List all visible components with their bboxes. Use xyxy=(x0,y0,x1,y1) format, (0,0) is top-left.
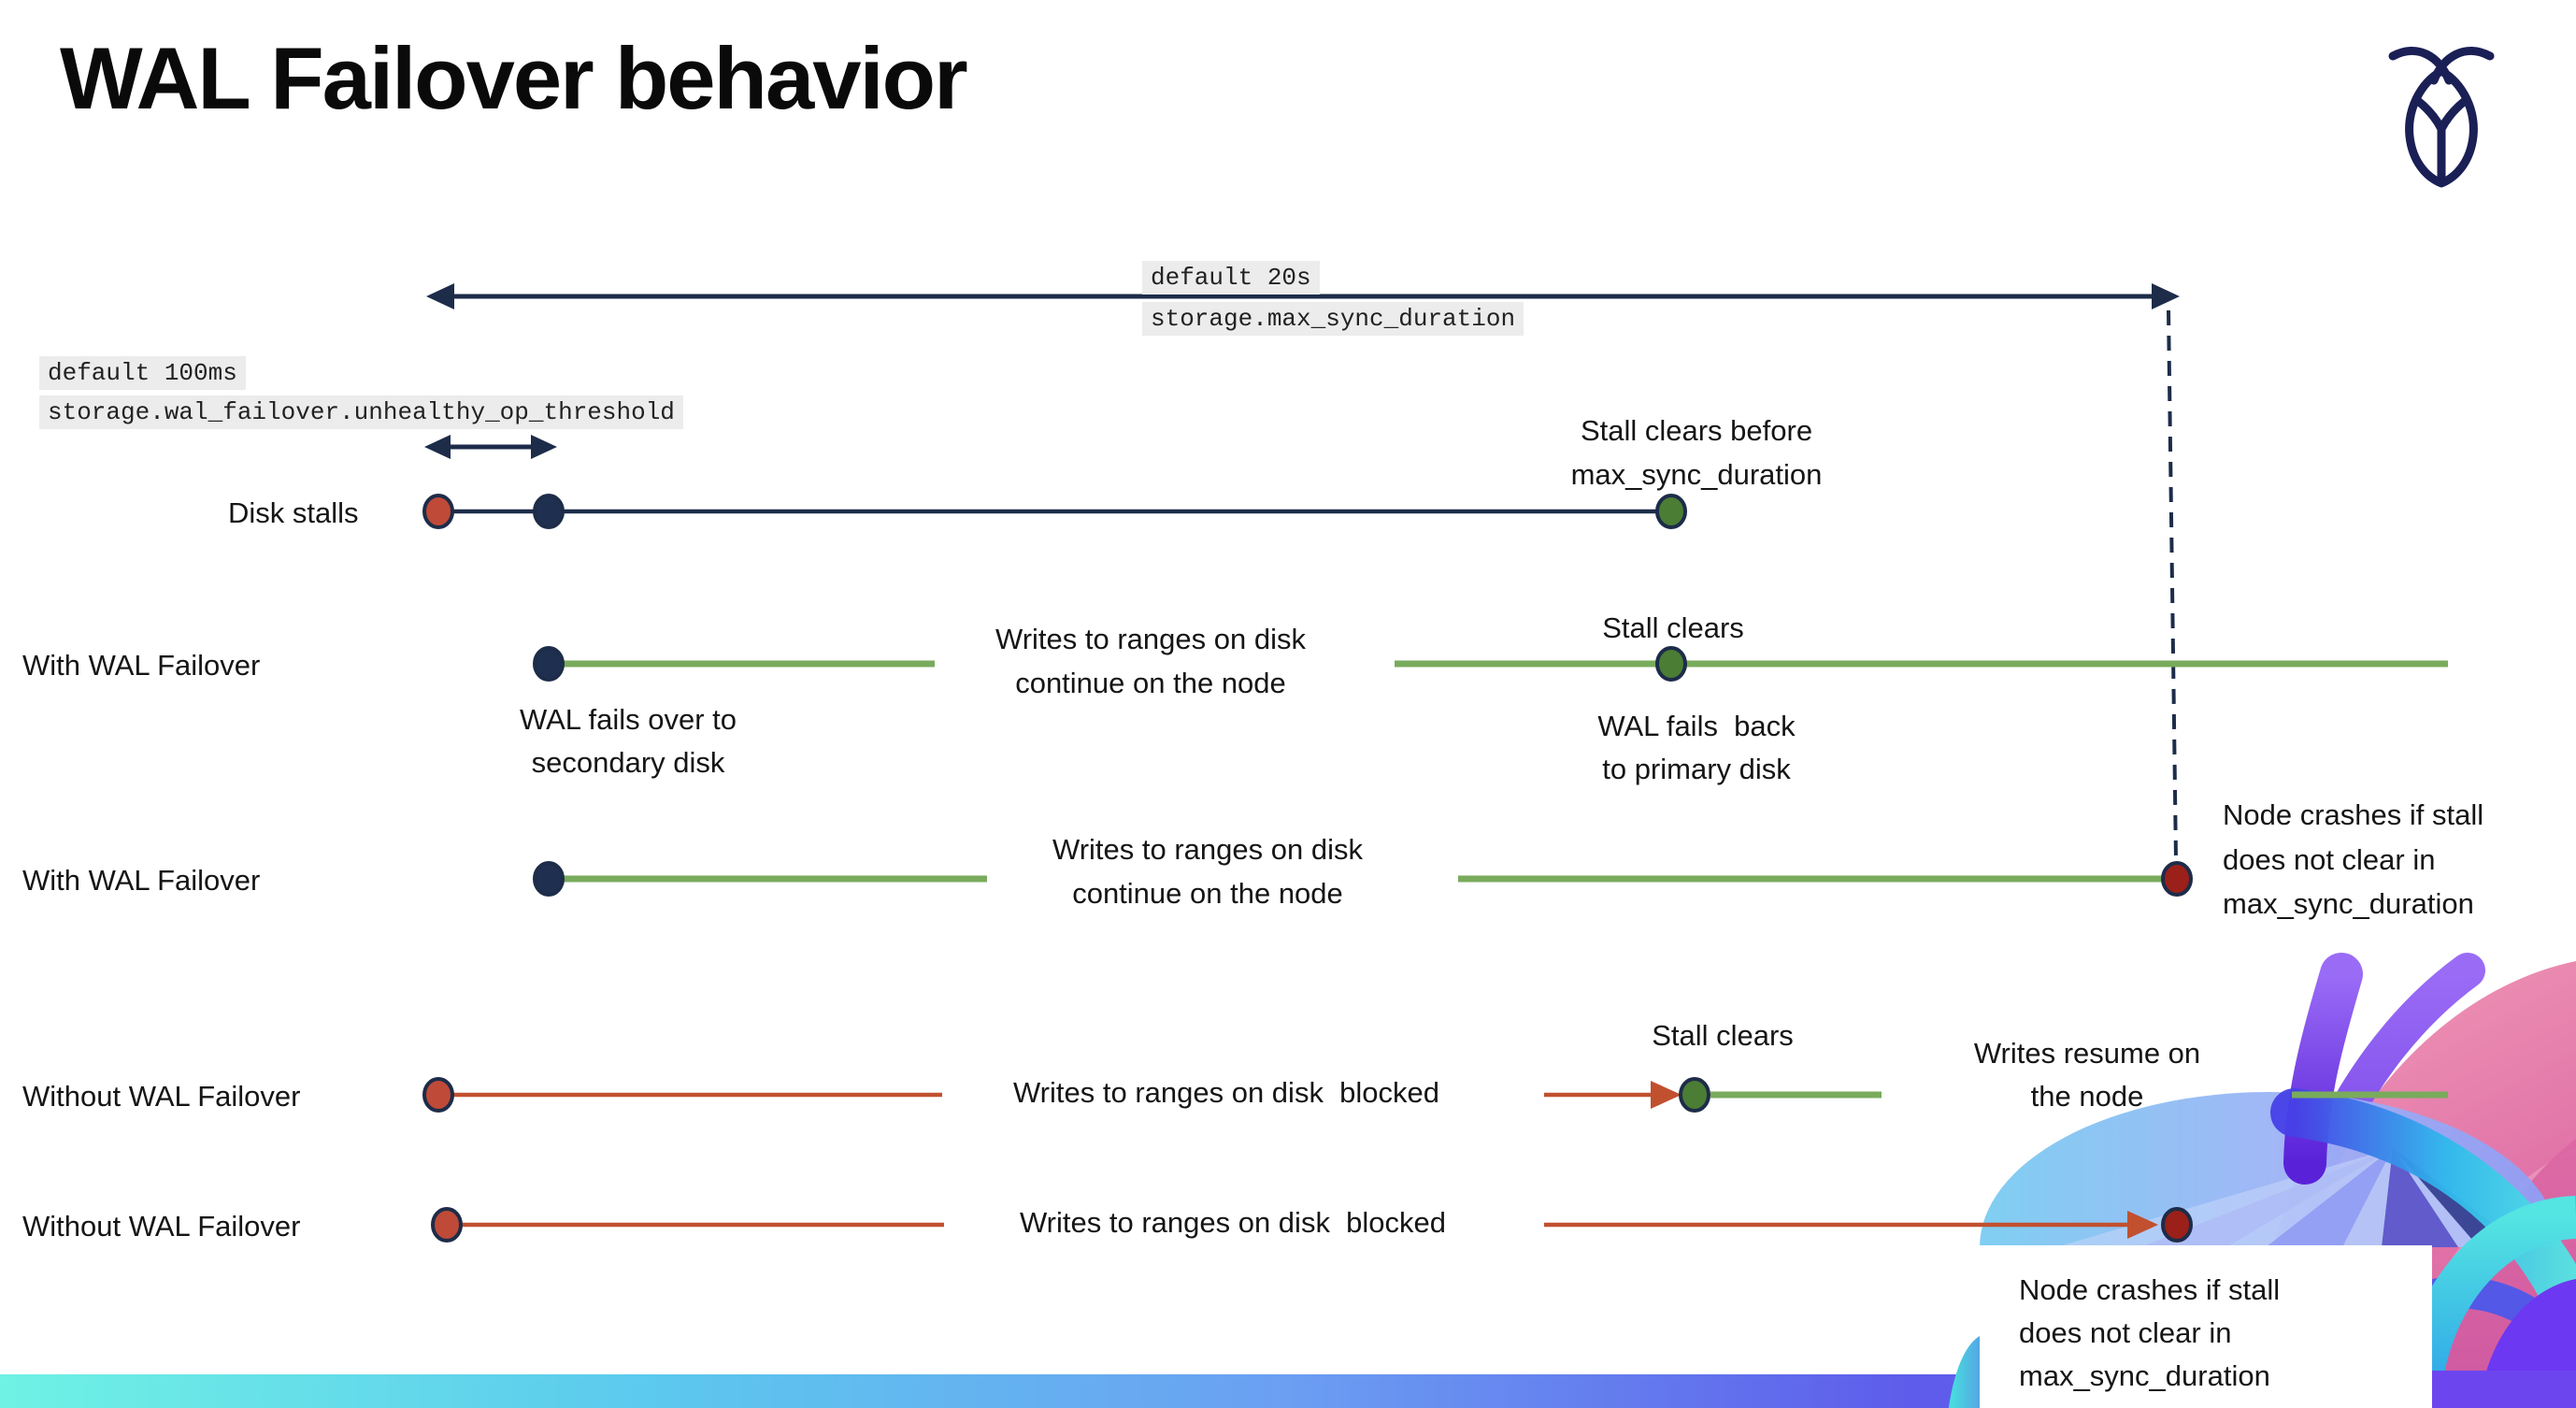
writes-resume-line1: Writes resume on xyxy=(1973,1037,2201,1070)
row3-label: With WAL Failover xyxy=(22,864,261,897)
row5-crash-dot xyxy=(2161,1207,2193,1243)
unhealthy-op-threshold-arrow xyxy=(424,435,557,459)
row1-failover-threshold-dot xyxy=(533,494,565,529)
row4-writes-blocked-label: Writes to ranges on disk blocked xyxy=(1012,1076,1440,1109)
wal-fails-over-line1: WAL fails over to xyxy=(519,703,737,736)
row3-node-crashes-line3: max_sync_duration xyxy=(2223,887,2474,920)
writes-resume-line2: the node xyxy=(2030,1080,2144,1113)
row5-node-crashes-line2: does not clear in xyxy=(2019,1316,2232,1349)
row2-label: With WAL Failover xyxy=(22,649,261,682)
wal-fails-over-line2: secondary disk xyxy=(531,746,725,779)
row2-stall-clears-label: Stall clears xyxy=(1602,611,1744,644)
max-sync-default-label: default 20s xyxy=(1142,261,1320,295)
max-sync-dashed-line xyxy=(2167,309,2178,861)
row4-stall-clears-label: Stall clears xyxy=(1652,1019,1794,1052)
timeline-art xyxy=(422,283,2448,1243)
row4-stall-start-dot xyxy=(422,1077,454,1113)
row4-red-arrowhead xyxy=(1651,1081,1682,1109)
row2-writes-continue-line2: continue on the node xyxy=(1015,667,1286,699)
row3-writes-continue-line1: Writes to ranges on disk xyxy=(1052,833,1363,866)
row5-node-crashes-line3: max_sync_duration xyxy=(2019,1359,2270,1392)
row4-label: Without WAL Failover xyxy=(22,1080,301,1113)
row3-crash-dot xyxy=(2161,861,2193,897)
row2-failover-dot xyxy=(533,646,565,682)
row5-stall-start-dot xyxy=(431,1207,463,1243)
max-sync-duration-arrow xyxy=(426,283,2180,309)
wal-fails-back-line2: to primary disk xyxy=(1602,753,1791,785)
stall-clears-before-line2: max_sync_duration xyxy=(1570,458,1823,491)
row2-writes-continue-line1: Writes to ranges on disk xyxy=(995,623,1306,655)
threshold-setting-label: storage.wal_failover.unhealthy_op_thresh… xyxy=(39,395,683,429)
row1-label: Disk stalls xyxy=(228,496,359,529)
row5-writes-blocked-label: Writes to ranges on disk blocked xyxy=(1019,1206,1447,1239)
row3-failover-dot xyxy=(533,861,565,897)
row3-writes-continue-line2: continue on the node xyxy=(1072,877,1343,910)
max-sync-setting-label: storage.max_sync_duration xyxy=(1142,302,1524,336)
row1-stall-start-dot xyxy=(422,494,454,529)
threshold-default-label: default 100ms xyxy=(39,356,246,390)
row1-stall-clears-dot xyxy=(1655,494,1687,529)
page-title: WAL Failover behavior xyxy=(60,29,968,127)
row2-stall-clears-dot xyxy=(1655,646,1687,682)
wal-fails-back-line1: WAL fails back xyxy=(1597,710,1796,742)
row4-stall-clears-dot xyxy=(1679,1077,1710,1113)
cockroach-logo-icon xyxy=(2388,47,2495,188)
stall-clears-before-line1: Stall clears before xyxy=(1580,414,1813,447)
row3-node-crashes-line2: does not clear in xyxy=(2223,843,2436,876)
node-crashes-callout-box xyxy=(1980,1245,2432,1408)
row5-node-crashes-line1: Node crashes if stall xyxy=(2019,1273,2281,1306)
row5-label: Without WAL Failover xyxy=(22,1210,301,1243)
row5-red-arrowhead xyxy=(2127,1211,2158,1239)
row3-node-crashes-line1: Node crashes if stall xyxy=(2223,798,2484,831)
